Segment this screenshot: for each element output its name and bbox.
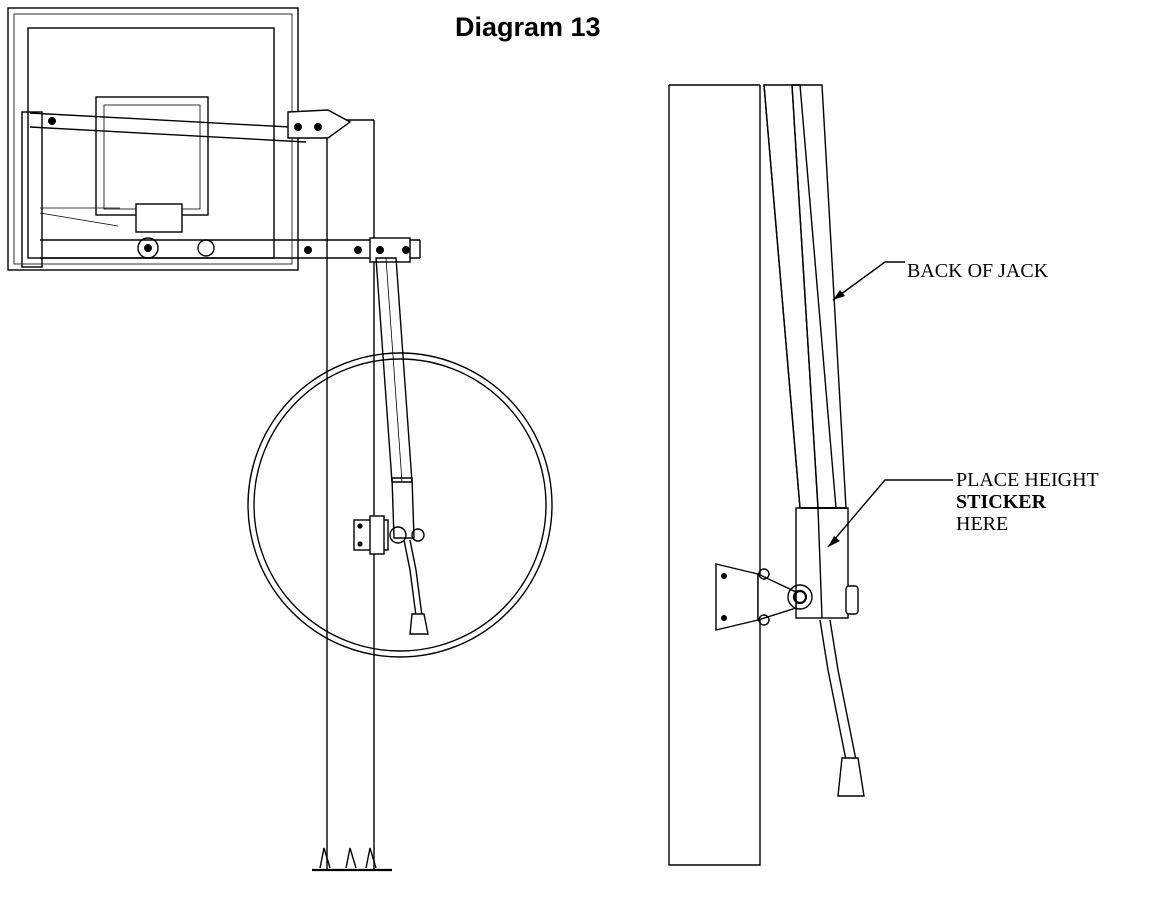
leader-back-of-jack	[832, 261, 905, 301]
jack-bracket	[715, 563, 859, 631]
detail-view	[668, 84, 953, 866]
jack-body	[763, 84, 849, 619]
diagram-title: Diagram 13	[455, 12, 601, 42]
pole	[312, 119, 392, 872]
jack-small	[353, 257, 429, 635]
back-of-jack-text: BACK OF JACK	[907, 260, 1049, 282]
label-place-height-sticker: PLACE HEIGHT STICKER HERE	[956, 469, 1099, 535]
mount-arms	[21, 109, 421, 268]
leader-sticker	[827, 479, 953, 548]
sticker-line-3: HERE	[956, 513, 1009, 535]
overview-assembly	[7, 7, 553, 872]
backboard	[7, 7, 299, 271]
label-back-of-jack: BACK OF JACK	[907, 260, 1048, 282]
pole-section	[668, 84, 761, 866]
jack-handle	[819, 619, 865, 797]
sticker-line-1: PLACE HEIGHT	[956, 469, 1099, 491]
sticker-word: STICKER	[956, 491, 1047, 513]
detail-circle	[247, 352, 553, 658]
sticker-line-2: STICKER	[956, 491, 1099, 513]
